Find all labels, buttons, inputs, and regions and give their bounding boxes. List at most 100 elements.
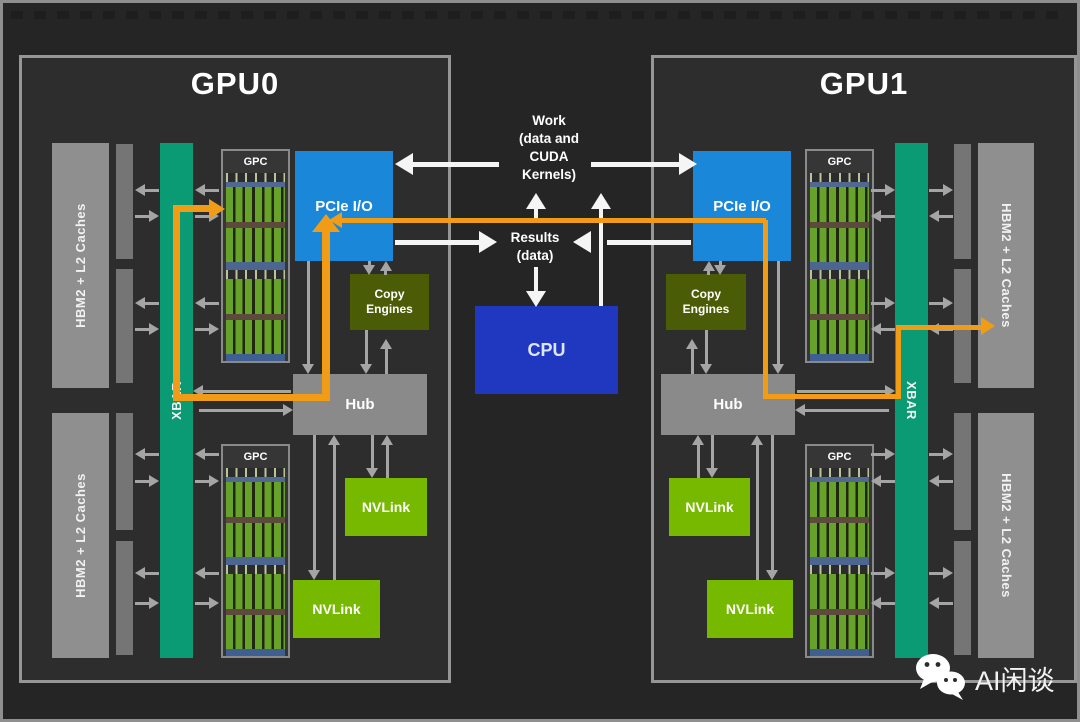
gpu1-gpc-bottom-label: GPC [827, 451, 852, 463]
gpu1-hbm2-top-label: HBM2 + L2 Caches [998, 203, 1014, 328]
gpu1-pcie-io-label: PCIe I/O [713, 197, 771, 215]
gpu1-hub-nvlink2-line [771, 435, 774, 572]
gpu0-hub-block: Hub [293, 374, 427, 435]
arrow [929, 475, 939, 487]
gpu1-xbar-hub-arrowhead [795, 404, 805, 416]
arrow [209, 475, 219, 487]
arrow [929, 210, 939, 222]
gpu1-nvlink-label-2: NVLink [725, 601, 775, 617]
gpu1-nvlink-block-2: NVLink [707, 580, 793, 638]
work-to-gpu1-line [591, 162, 679, 167]
gpu1-title: GPU1 [819, 66, 909, 101]
arrow [209, 323, 219, 335]
arrow [195, 184, 205, 196]
watermark: AI闲谈 [911, 651, 1055, 706]
gpu1-hub-label: Hub [713, 396, 743, 413]
gpu1-to-results-line [607, 240, 691, 245]
gpu1-hub-xbar-arrowhead [885, 385, 895, 397]
gpu1-xbar-label: XBAR [904, 381, 919, 420]
results-to-cpu-arrowhead [526, 291, 546, 307]
results-up-arrowhead [526, 193, 546, 209]
gpu0-l2-slice [116, 541, 133, 655]
gpu1-copy-engines-label: Copy Engines [682, 287, 730, 316]
gpu1-gpc-top-label: GPC [827, 156, 852, 168]
work-annotation: Work (data and CUDA Kernels) [518, 113, 579, 182]
arrow [943, 297, 953, 309]
gpu1-hub-nvlink1-line [711, 435, 714, 470]
gpu1-orange-path-horizontal [763, 394, 901, 399]
results-to-cpu-line [534, 267, 538, 291]
arrow [871, 323, 881, 335]
gpu0-gpc-bottom: GPC [221, 444, 290, 658]
arrow [885, 448, 895, 460]
gpu0-hbm2-top-label: HBM2 + L2 Caches [73, 203, 88, 328]
gpu1-nvlink-label-1: NVLink [685, 499, 734, 515]
gpu0-gpc-top-label: GPC [243, 156, 268, 168]
arrow [149, 323, 159, 335]
arrow [135, 184, 145, 196]
gpu0-orange-path-to-gpc [173, 205, 209, 212]
gpu0-l2-slice [116, 269, 133, 383]
gpu1-nvlink-block-1: NVLink [669, 478, 750, 536]
arrow [135, 567, 145, 579]
arrow [943, 184, 953, 196]
watermark-text: AI闲谈 [975, 666, 1055, 696]
arrow [195, 297, 205, 309]
gpu0-l2-slice [116, 144, 133, 259]
gpu0-orange-path-horizontal [173, 394, 330, 401]
arrow [871, 210, 881, 222]
arrow [149, 210, 159, 222]
gpu0-nvlink-label-2: NVLink [312, 601, 361, 617]
gpu0-pcie-io-label: PCIe I/O [315, 197, 373, 215]
arrow [885, 567, 895, 579]
gpu1-gpc-bottom: GPC [805, 444, 874, 658]
gpu0-title: GPU0 [190, 66, 280, 101]
sm-ticks [226, 173, 285, 182]
wechat-icon [911, 651, 969, 706]
arrow [943, 567, 953, 579]
gpu1-copy-hub-line [705, 330, 708, 366]
arrow [885, 184, 895, 196]
cpu-label: CPU [527, 339, 566, 360]
results-annotation: Results (data) [510, 230, 560, 263]
gpu1-hbm2-bottom-bar: HBM2 + L2 Caches [978, 413, 1034, 658]
gpu0-nvlink-block-2: NVLink [293, 580, 380, 638]
gpu1-copy-engines-block: Copy Engines [666, 274, 746, 330]
arrow [871, 597, 881, 609]
work-to-gpu1-arrowhead [679, 153, 697, 175]
arrow [885, 297, 895, 309]
gpu0-orange-path-to-pcie [322, 231, 330, 401]
gpu0-nvlink-block-1: NVLink [345, 478, 427, 536]
gpu0-to-results-line [395, 240, 479, 245]
gpu0-gpc-top: GPC [221, 149, 290, 363]
gpu1-gpc-top: GPC [805, 149, 874, 363]
gpu1-xbar-bar: XBAR [895, 143, 928, 658]
gpu1-l2-slice [954, 541, 971, 655]
gpu1-l2-slice [954, 144, 971, 259]
arrow [135, 448, 145, 460]
gpu0-copy-hub-line [365, 330, 368, 366]
gpu0-hbm2-bottom-label: HBM2 + L2 Caches [73, 473, 88, 598]
gpu0-to-results-arrowhead [479, 231, 497, 253]
gpu1-hub-block: Hub [661, 374, 795, 435]
arrow [149, 475, 159, 487]
orange-interlink-arrowhead [329, 212, 342, 228]
arrow [209, 597, 219, 609]
gpu0-copy-engines-block: Copy Engines [350, 274, 429, 330]
gpu1-hbm2-bottom-label: HBM2 + L2 Caches [998, 473, 1014, 598]
gpu1-orange-hbm2-arrowhead [981, 317, 1009, 335]
gpu0-gpc-bottom-label: GPC [243, 451, 268, 463]
orange-interlink-line [342, 218, 766, 223]
gpu1-orange-path-down [763, 220, 768, 398]
results-up-line [534, 208, 538, 221]
gpu1-orange-path-up [896, 325, 901, 399]
gpu0-nvlink-label-1: NVLink [361, 499, 411, 515]
gpu0-xbar-hub-arrowhead [283, 404, 293, 416]
gpu0-hub-nvlink1-line [371, 435, 374, 470]
cpu-to-work-arrowhead [591, 193, 611, 209]
gpu0-copy-engines-label: Copy Engines [366, 287, 413, 316]
arrow [195, 567, 205, 579]
gpu0-hbm2-top-bar: HBM2 + L2 Caches [52, 143, 109, 388]
gpu0-pcie-io-block: PCIe I/O [295, 151, 393, 261]
arrow [149, 597, 159, 609]
